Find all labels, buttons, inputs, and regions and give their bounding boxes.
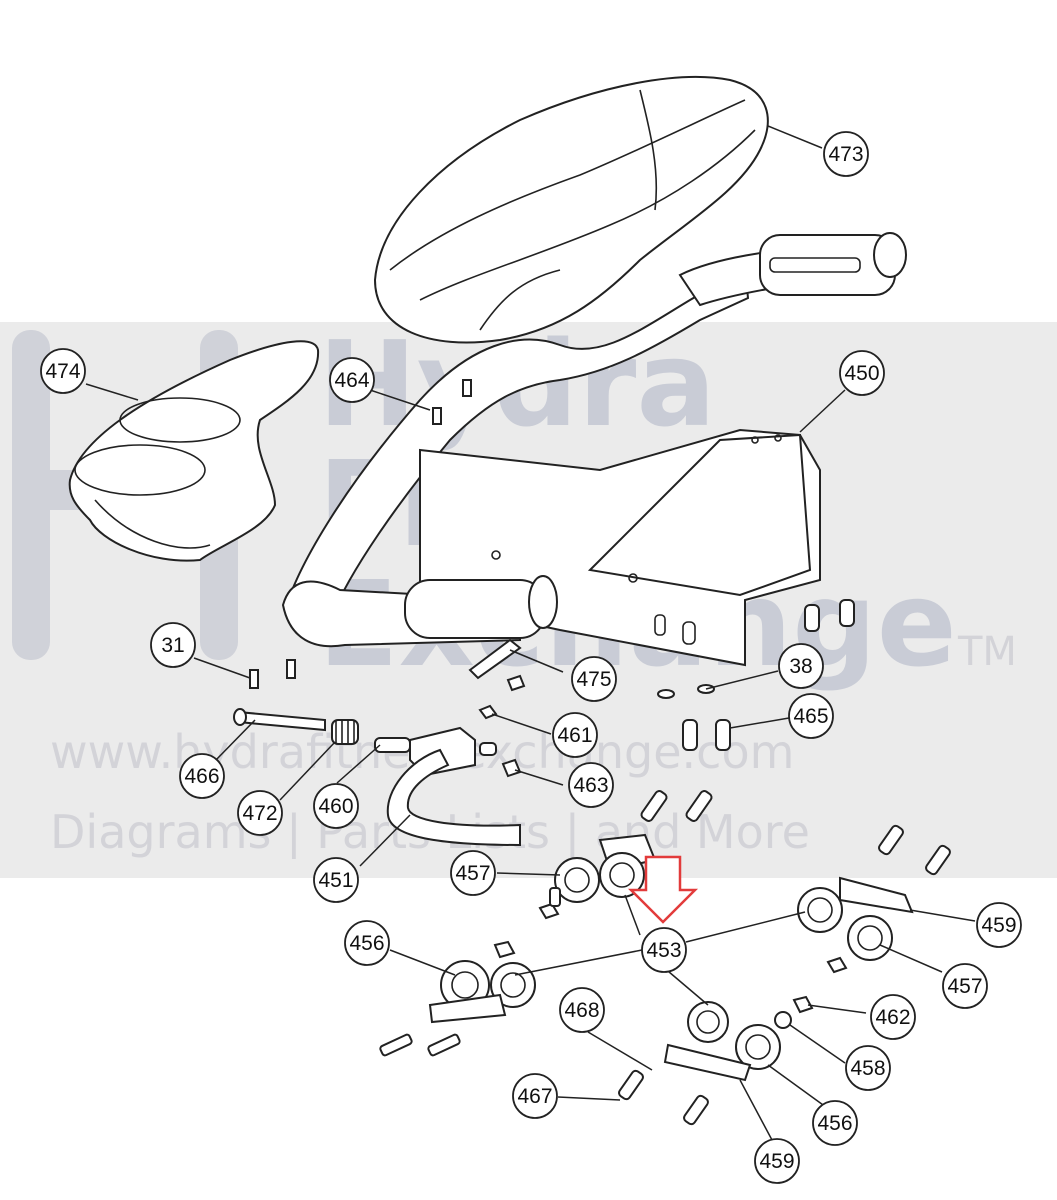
callout-475: 475 [571,656,617,702]
callout-label-459a: 459 [981,914,1016,937]
highlight-arrow [627,855,699,924]
pins-465 [657,599,855,751]
screw-31b [286,659,296,679]
callout-label-457a: 457 [455,862,490,885]
callout-label-456a: 456 [349,932,384,955]
callout-38: 38 [778,643,824,689]
callout-label-457b: 457 [947,975,982,998]
callout-label-473: 473 [828,143,863,166]
callout-459b: 459 [754,1138,800,1184]
release-handle-451 [386,748,521,847]
callout-461: 461 [552,712,598,758]
pivot-sleeve [404,579,546,639]
callout-473: 473 [823,131,869,177]
nut-461 [478,704,498,720]
screw-31 [249,669,259,689]
lower-tube [281,575,558,648]
nut-small [506,674,526,692]
watermark-trademark: TM [957,629,1017,675]
callout-label-451: 451 [318,869,353,892]
callout-464: 464 [329,357,375,403]
callout-label-456b: 456 [817,1112,852,1135]
bracket-475 [468,638,522,680]
callout-label-31: 31 [161,634,184,657]
callout-467: 467 [512,1073,558,1119]
callout-451: 451 [313,857,359,903]
callout-label-460: 460 [318,795,353,818]
screw-464 [432,407,442,425]
callout-label-464: 464 [334,369,369,392]
callout-label-462: 462 [875,1006,910,1029]
callout-457b: 457 [942,963,988,1009]
rear-bolts [640,790,951,876]
callout-label-466: 466 [184,765,219,788]
callout-462: 462 [870,994,916,1040]
grip-end-cap [873,232,907,278]
callout-label-463: 463 [573,774,608,797]
callout-456a: 456 [344,920,390,966]
wheel-group-456b [618,995,814,1126]
screw-464b [462,379,472,397]
callout-31: 31 [150,622,196,668]
callout-457a: 457 [450,850,496,896]
leader-lines [85,125,976,1141]
callout-label-461: 461 [557,724,592,747]
callout-label-474: 474 [45,360,80,383]
callout-463: 463 [568,762,614,808]
callout-456b: 456 [812,1100,858,1146]
wheel-group-457b [797,876,914,974]
callout-465: 465 [788,693,834,739]
spring-472 [331,719,359,745]
wheel-group-457a [538,833,657,920]
callout-460: 460 [313,783,359,829]
pin-466 [233,708,326,732]
frame-tube [283,232,907,622]
callout-466: 466 [179,753,225,799]
callout-453: 453 [641,927,687,973]
seat [373,75,769,344]
callout-label-38: 38 [789,655,812,678]
callout-450: 450 [839,350,885,396]
callout-label-459b: 459 [759,1150,794,1173]
callout-label-450: 450 [844,362,879,385]
callout-label-453: 453 [646,939,681,962]
callout-459a: 459 [976,902,1022,948]
callout-label-468: 468 [564,999,599,1022]
callout-label-465: 465 [793,705,828,728]
callout-458: 458 [845,1045,891,1091]
callout-472: 472 [237,790,283,836]
front-shroud [68,340,320,562]
callout-label-458: 458 [850,1057,885,1080]
callout-label-472: 472 [242,802,277,825]
callout-468: 468 [559,987,605,1033]
callout-label-475: 475 [576,668,611,691]
callout-474: 474 [40,348,86,394]
callout-label-467: 467 [517,1085,552,1108]
wheel-group-456a [379,940,536,1057]
